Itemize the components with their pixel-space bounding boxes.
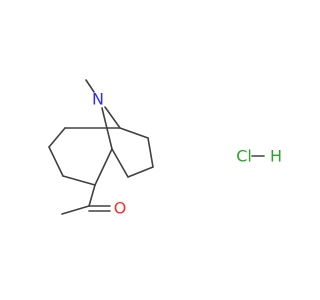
- atom-chlorine-label: Cl: [236, 147, 252, 166]
- atom-oxygen-label: O: [114, 199, 127, 218]
- bond-n-bridgehead-right: [104, 106, 121, 129]
- bond-bridge-2: [147, 137, 154, 168]
- bond-bridge-3: [127, 166, 154, 178]
- molecule-structure-diagram: N O Cl H: [48, 79, 282, 218]
- bond-ring-3: [48, 146, 64, 177]
- bond-ring-4: [62, 175, 96, 186]
- bond-ring-2: [48, 127, 66, 148]
- atom-nitrogen-label: N: [92, 90, 104, 109]
- bond-bridge-4: [111, 148, 129, 178]
- bond-n-methyl: [85, 79, 95, 93]
- bond-acetyl-attach: [88, 184, 96, 207]
- bond-ring-5: [94, 148, 113, 186]
- atom-hydrogen-label: H: [270, 147, 282, 166]
- bond-bridge-1: [119, 127, 149, 139]
- bond-acetyl-methyl: [61, 205, 90, 215]
